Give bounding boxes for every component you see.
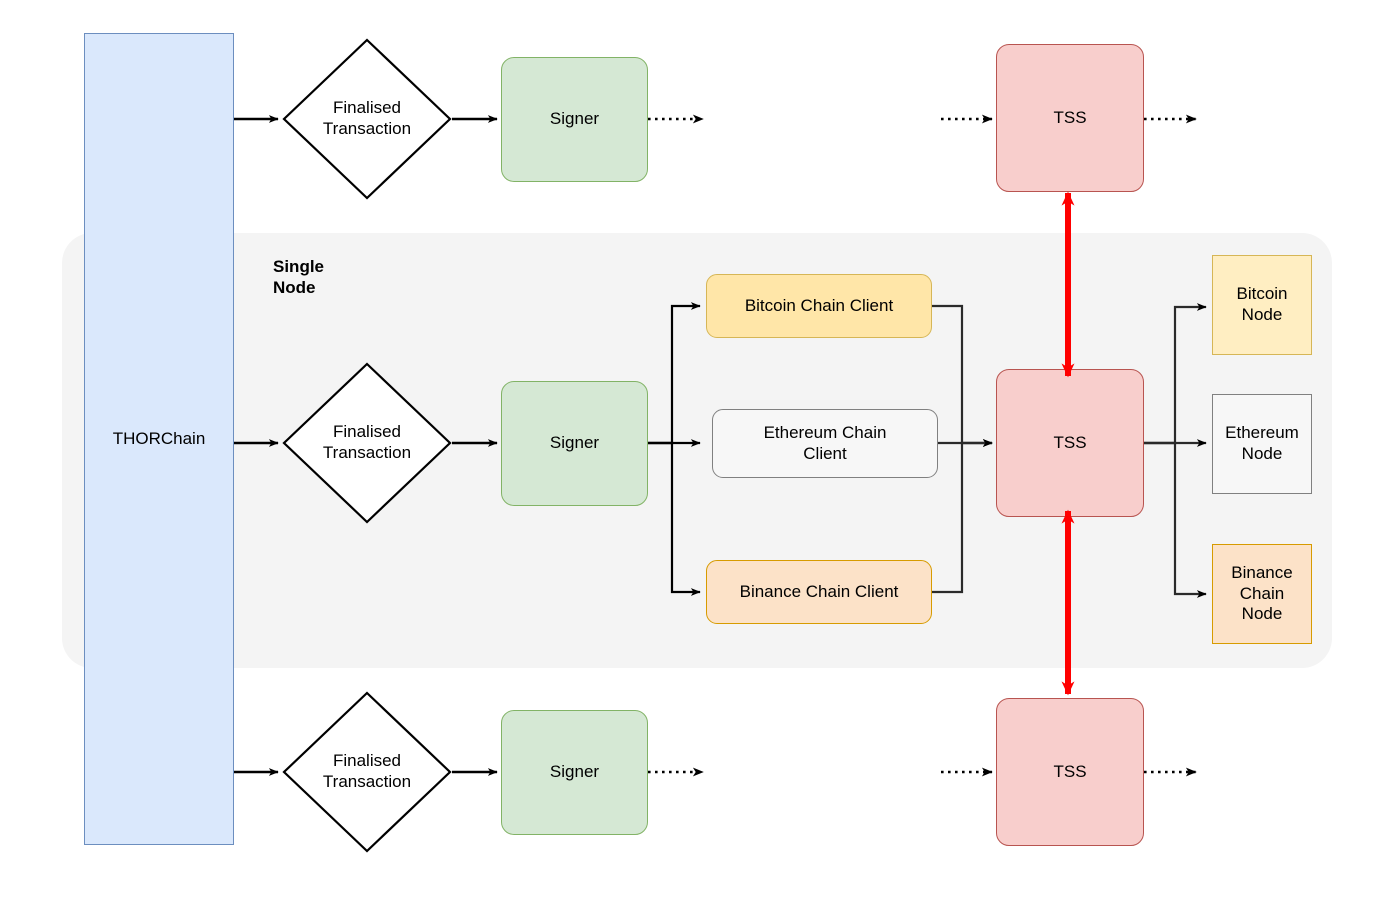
binance-chain-client-label: Binance Chain Client	[739, 581, 899, 601]
bitcoin-chain-client[interactable]: Bitcoin Chain Client	[706, 274, 932, 338]
signer-top-label: Signer	[549, 109, 600, 129]
signer-bottom-label: Signer	[549, 762, 600, 782]
ethereum-chain-client-label: Ethereum Chain Client	[763, 422, 887, 463]
ethereum-node-label: Ethereum Node	[1225, 423, 1299, 463]
single-node-group-label: Single Node	[273, 257, 325, 298]
ethereum-chain-client[interactable]: Ethereum Chain Client	[712, 409, 938, 478]
finalised-transaction-top[interactable]: Finalised Transaction	[282, 38, 452, 200]
thorchain-box[interactable]: THORChain	[84, 33, 234, 845]
bitcoin-node[interactable]: Bitcoin Node	[1212, 255, 1312, 355]
tss-bottom[interactable]: TSS	[996, 698, 1144, 846]
thorchain-label: THORChain	[112, 428, 206, 448]
edge-tss-to-bitcoin-node	[1144, 303, 1207, 445]
edge-binance-client-to-tss	[932, 439, 993, 594]
binance-chain-client[interactable]: Binance Chain Client	[706, 560, 932, 624]
bitcoin-chain-client-label: Bitcoin Chain Client	[744, 295, 894, 315]
tss-top[interactable]: TSS	[996, 44, 1144, 192]
edge-signer-to-binance-client	[648, 441, 701, 596]
edge-tss-to-binance-node	[1144, 441, 1207, 598]
signer-bottom[interactable]: Signer	[501, 710, 648, 835]
finalised-transaction-mid[interactable]: Finalised Transaction	[282, 362, 452, 524]
edge-signer-to-bitcoin-client	[648, 302, 701, 445]
finalised-transaction-bottom[interactable]: Finalised Transaction	[282, 691, 452, 853]
binance-chain-node-label: Binance Chain Node	[1231, 562, 1293, 624]
signer-mid-label: Signer	[549, 433, 600, 453]
bitcoin-node-label: Bitcoin Node	[1236, 284, 1288, 324]
tss-top-label: TSS	[1053, 107, 1087, 127]
tss-mid[interactable]: TSS	[996, 369, 1144, 517]
ethereum-node[interactable]: Ethereum Node	[1212, 394, 1312, 494]
signer-mid[interactable]: Signer	[501, 381, 648, 506]
signer-top[interactable]: Signer	[501, 57, 648, 182]
binance-chain-node[interactable]: Binance Chain Node	[1212, 544, 1312, 644]
tss-bottom-label: TSS	[1053, 761, 1087, 781]
edge-bitcoin-client-to-tss	[932, 304, 993, 447]
tss-mid-label: TSS	[1053, 432, 1087, 452]
